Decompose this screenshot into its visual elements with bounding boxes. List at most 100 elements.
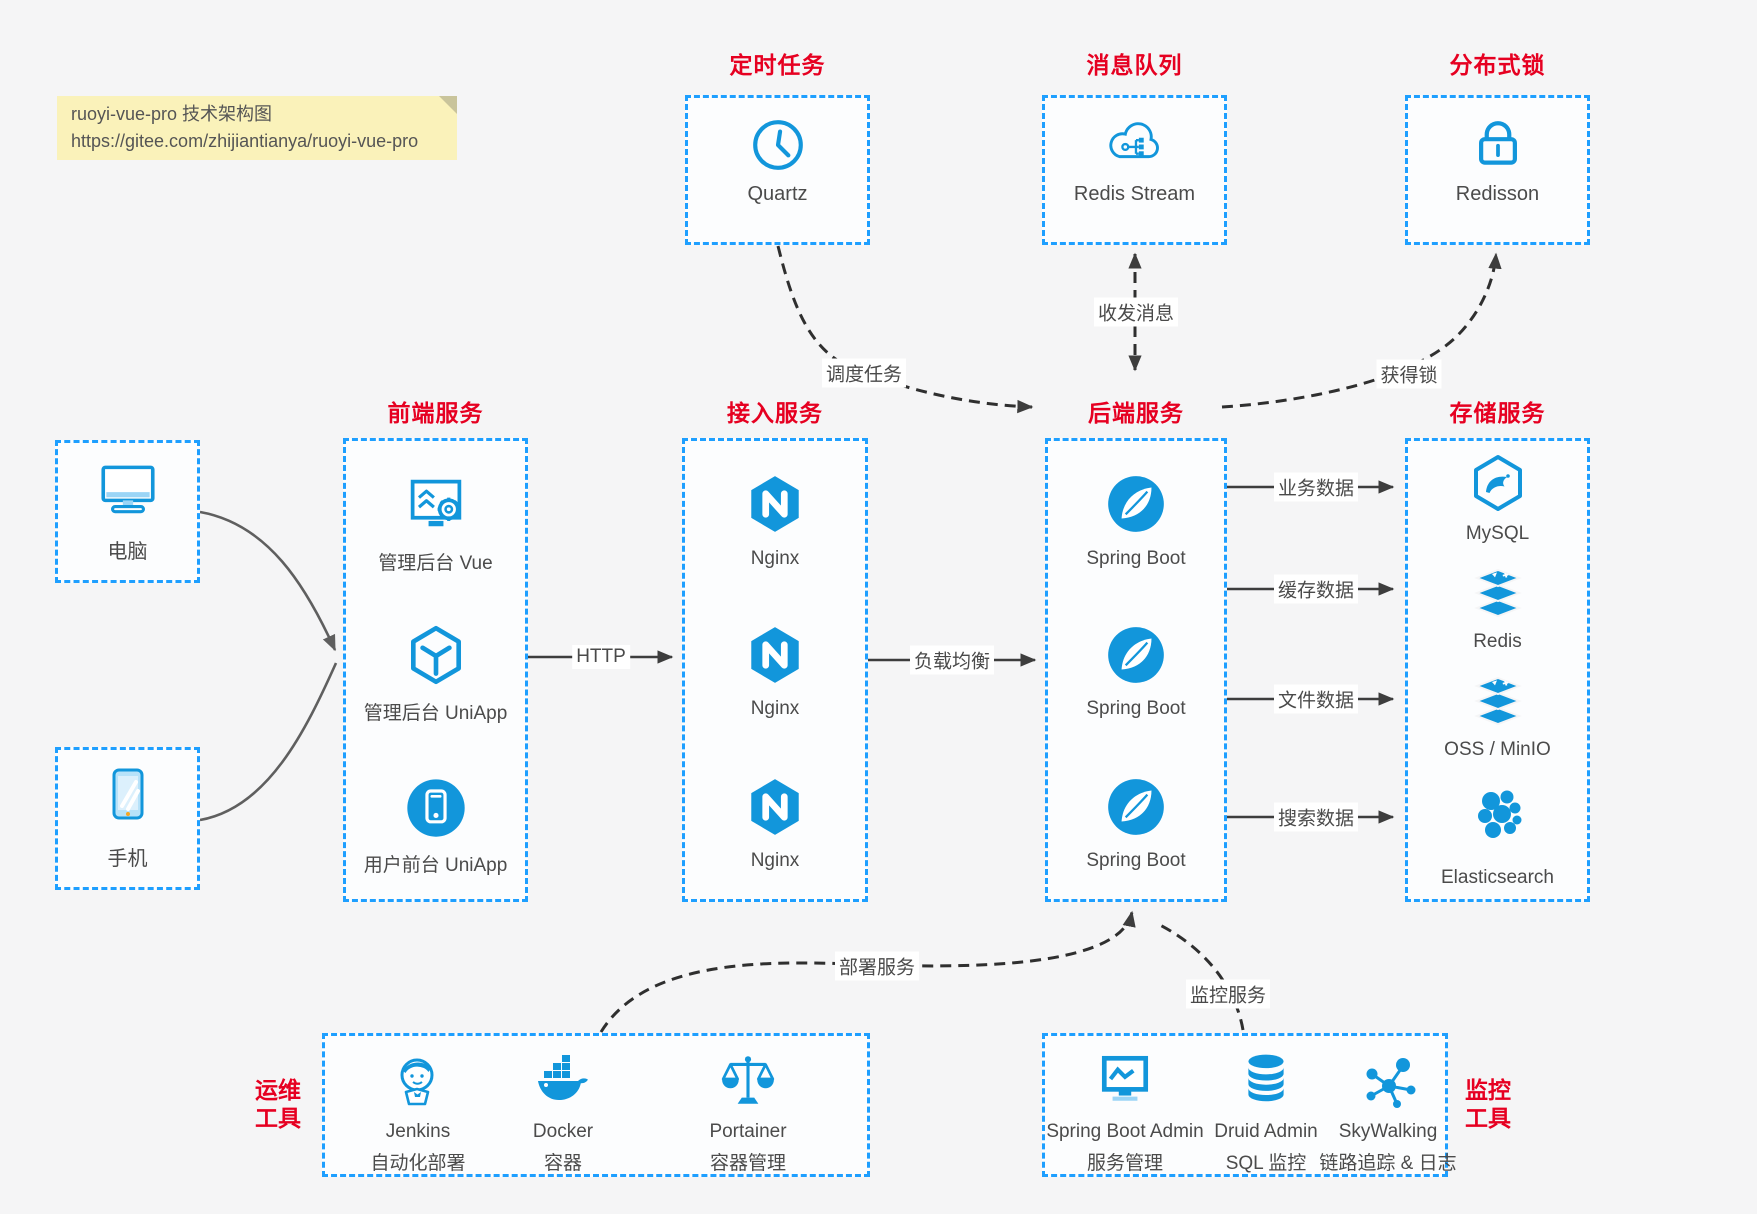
jenkins-desc: 自动化部署 bbox=[370, 1153, 466, 1174]
portainer-label: Portainer bbox=[709, 1121, 787, 1142]
edge-label-file-data: 文件数据 bbox=[1273, 684, 1359, 714]
edge-label-lock: 获得锁 bbox=[1376, 359, 1442, 389]
monitor-item-druid: Druid Admin SQL 监控 bbox=[1191, 1036, 1341, 1174]
group-ops-tools: Jenkins 自动化部署 Docker 容器 Portainer 容器管理 bbox=[322, 1033, 870, 1177]
quartz-label: Quartz bbox=[747, 183, 808, 205]
skywalking-label: SkyWalking bbox=[1338, 1121, 1438, 1142]
docker-label: Docker bbox=[532, 1121, 594, 1142]
phone-icon bbox=[96, 762, 160, 831]
nginx-icon bbox=[742, 622, 808, 693]
edge-label-load-balance: 负载均衡 bbox=[909, 645, 995, 675]
edge-label-deploy: 部署服务 bbox=[834, 951, 920, 981]
skywalking-desc: 链路追踪 & 日志 bbox=[1319, 1153, 1457, 1174]
title-backend: 后端服务 bbox=[1088, 400, 1184, 426]
druid-label: Druid Admin bbox=[1214, 1121, 1318, 1142]
edge-label-cache-data: 缓存数据 bbox=[1273, 574, 1359, 604]
group-scheduled-tasks: Quartz bbox=[685, 95, 870, 245]
elasticsearch-label: Elasticsearch bbox=[1441, 867, 1554, 888]
clock-icon bbox=[749, 116, 807, 179]
edge-label-search-data: 搜索数据 bbox=[1273, 802, 1359, 832]
group-gateway: Nginx Nginx Nginx bbox=[682, 438, 868, 902]
backend-item-label: Spring Boot bbox=[1086, 850, 1186, 871]
sticky-note: ruoyi-vue-pro 技术架构图 https://gitee.com/zh… bbox=[57, 96, 457, 160]
mysql-label: MySQL bbox=[1465, 523, 1530, 544]
title-ops-line2: 工具 bbox=[255, 1105, 301, 1131]
edge-label-monitor: 监控服务 bbox=[1185, 979, 1271, 1009]
portainer-scales-icon bbox=[718, 1050, 778, 1115]
edge-label-biz-data: 业务数据 bbox=[1273, 472, 1359, 502]
monitor-item-sba: Spring Boot Admin 服务管理 bbox=[1045, 1036, 1205, 1174]
title-monitor-line1: 监控 bbox=[1465, 1077, 1511, 1103]
edge-phone-to-frontend bbox=[199, 662, 338, 822]
group-backend: Spring Boot Spring Boot Spring Boot bbox=[1045, 438, 1227, 902]
edge-lock-arrow bbox=[1221, 252, 1502, 409]
group-distributed-lock: Redisson bbox=[1405, 95, 1590, 245]
frontend-item-label: 管理后台 Vue bbox=[378, 553, 493, 574]
jenkins-icon bbox=[388, 1050, 448, 1115]
title-monitor-line2: 工具 bbox=[1465, 1105, 1511, 1131]
admin-vue-icon bbox=[402, 471, 470, 544]
gateway-item-label: Nginx bbox=[750, 850, 800, 871]
group-monitor-tools: Spring Boot Admin 服务管理 Druid Admin SQL 监… bbox=[1042, 1033, 1457, 1177]
docker-desc: 容器 bbox=[543, 1153, 582, 1174]
edge-label-http: HTTP bbox=[572, 645, 630, 669]
backend-item-label: Spring Boot bbox=[1086, 548, 1186, 569]
druid-database-icon bbox=[1237, 1050, 1295, 1113]
edge-label-schedule: 调度任务 bbox=[821, 358, 907, 388]
gateway-item-label: Nginx bbox=[750, 698, 800, 719]
user-uniapp-icon bbox=[402, 774, 470, 847]
druid-desc: SQL 监控 bbox=[1225, 1153, 1307, 1174]
group-message-queue: Redis Stream bbox=[1042, 95, 1227, 245]
uniapp-cube-icon bbox=[403, 622, 469, 693]
edge-monitor-arrow bbox=[1157, 922, 1245, 1031]
title-message-queue: 消息队列 bbox=[1086, 52, 1183, 78]
redis-label: Redis bbox=[1473, 631, 1522, 652]
oss-minio-label: OSS / MinIO bbox=[1444, 739, 1551, 760]
gateway-item-label: Nginx bbox=[750, 548, 800, 569]
jenkins-label: Jenkins bbox=[385, 1121, 451, 1142]
group-storage: MySQL Redis OSS / MinIO Elasticsearch bbox=[1405, 438, 1590, 902]
oss-minio-icon bbox=[1467, 671, 1529, 738]
nginx-icon bbox=[742, 774, 808, 845]
frontend-item-label: 管理后台 UniApp bbox=[363, 703, 508, 724]
title-frontend: 前端服务 bbox=[387, 400, 484, 426]
spring-boot-admin-label: Spring Boot Admin bbox=[1046, 1121, 1204, 1142]
backend-item-label: Spring Boot bbox=[1086, 698, 1186, 719]
portainer-desc: 容器管理 bbox=[709, 1153, 786, 1174]
edge-computer-to-frontend bbox=[199, 510, 337, 652]
frontend-item-label: 用户前台 UniApp bbox=[363, 855, 508, 876]
skywalking-icon bbox=[1359, 1050, 1417, 1113]
note-title: ruoyi-vue-pro 技术架构图 bbox=[71, 104, 273, 124]
computer-icon bbox=[95, 455, 161, 526]
springboot-icon bbox=[1103, 774, 1169, 845]
title-distributed-lock: 分布式锁 bbox=[1449, 52, 1546, 78]
note-fold-corner bbox=[439, 96, 457, 114]
elasticsearch-icon bbox=[1466, 783, 1530, 852]
title-scheduled-tasks: 定时任务 bbox=[729, 52, 826, 78]
title-ops-tools: 运维 工具 bbox=[246, 1076, 310, 1132]
springboot-icon bbox=[1103, 471, 1169, 542]
springboot-icon bbox=[1103, 622, 1169, 693]
client-computer: 电脑 bbox=[55, 440, 200, 583]
client-phone: 手机 bbox=[55, 747, 200, 890]
title-storage: 存储服务 bbox=[1449, 400, 1546, 426]
cloud-network-icon bbox=[1104, 114, 1166, 181]
ops-item-docker: Docker 容器 bbox=[488, 1036, 638, 1174]
spring-boot-admin-desc: 服务管理 bbox=[1086, 1153, 1163, 1174]
nginx-icon bbox=[742, 471, 808, 542]
mysql-icon bbox=[1466, 451, 1530, 520]
spring-boot-admin-icon bbox=[1096, 1050, 1154, 1113]
redis-icon bbox=[1467, 563, 1529, 630]
group-frontend: 管理后台 Vue 管理后台 UniApp 用户前台 UniApp bbox=[343, 438, 528, 902]
title-gateway: 接入服务 bbox=[727, 400, 823, 426]
note-url: https://gitee.com/zhijiantianya/ruoyi-vu… bbox=[71, 131, 419, 151]
monitor-item-skywalking: SkyWalking 链路追踪 & 日志 bbox=[1313, 1036, 1463, 1174]
lock-icon bbox=[1468, 112, 1528, 177]
phone-label: 手机 bbox=[107, 848, 148, 870]
ops-item-jenkins: Jenkins 自动化部署 bbox=[343, 1036, 493, 1174]
redisson-label: Redisson bbox=[1455, 183, 1540, 205]
docker-icon bbox=[532, 1050, 594, 1115]
ops-item-portainer: Portainer 容器管理 bbox=[673, 1036, 823, 1174]
redis-stream-label: Redis Stream bbox=[1073, 183, 1196, 205]
